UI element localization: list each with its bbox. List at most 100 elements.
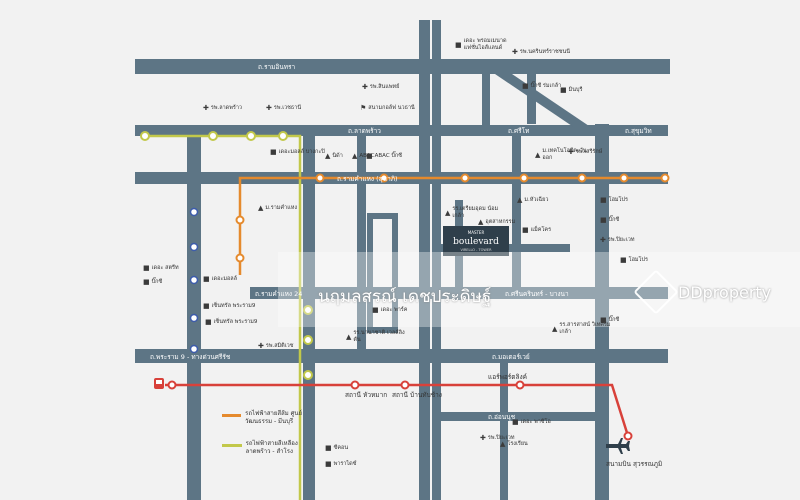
hospital-icon: ✚ [362, 83, 368, 91]
label-road-ram24: ถ.รามคำแหง 24 [255, 290, 302, 298]
road-inner-2 [512, 136, 521, 296]
road-diagonal-top [495, 74, 592, 128]
cart-icon: ■ [143, 264, 150, 272]
hospital-icon: ✚ [203, 104, 209, 112]
hospital-icon: ✚ [266, 104, 272, 112]
cart-icon: ■ [325, 444, 332, 452]
poi-marker: ■เดอะ พาซิโอ [512, 418, 551, 426]
poi-marker: ■โฮมโปร [600, 196, 628, 204]
station-hua-mak: สถานี หัวหมาก [345, 391, 387, 399]
cart-icon: ■ [143, 278, 150, 286]
label-road-on-nut: ถ.อ่อนนุช [488, 413, 516, 421]
poi-label: ม.รามคำแหง [265, 204, 298, 211]
poi-marker: ■แม็คโคร [522, 226, 551, 234]
school-icon: ▲ [517, 196, 523, 204]
flag-icon: ⚑ [360, 104, 367, 112]
poi-marker: ■เดอะ สตรีท [143, 264, 179, 272]
poi-marker: ▲ม.เทคโนโลยีตะวันออก [535, 148, 595, 161]
legend-yellow-text: รถไฟฟ้าสายสีเหลือง ลาดพร้าว - สำโรง [245, 440, 298, 455]
label-road-srinakarin: ถ.ศรีนครินทร์ - บางนา [505, 290, 569, 298]
cart-icon: ■ [600, 316, 607, 324]
poi-marker: ■เซ็นทรัล พระราม9 [205, 318, 257, 326]
cart-icon: ■ [270, 148, 277, 156]
legend-orange: รถไฟฟ้าสายสีส้ม ศูนย์วัฒนธรรม - มีนบุรี [222, 410, 312, 426]
poi-marker: ▲อุตสาหกรรม [478, 218, 515, 226]
poi-marker: ✚รพ.สมิติเวช [258, 342, 293, 350]
poi-marker: ■โฮมโปร [620, 256, 648, 264]
poi-marker: ■ABAC บิ๊กซี [366, 152, 402, 160]
road-south-inner [500, 363, 508, 500]
poi-marker: ■เดอะมอลล์ บางกะปิ [270, 148, 325, 156]
cart-icon: ■ [522, 82, 529, 90]
poi-marker: ▲ม.หัวเฉียว [517, 196, 548, 204]
road-ram-inthra [135, 59, 670, 74]
label-road-rama9-right: ถ.มอเตอร์เวย์ [492, 353, 530, 361]
road-pattanakarn [303, 136, 315, 500]
yellow-line [145, 134, 302, 500]
school-icon: ▲ [552, 324, 558, 333]
yellow-station [208, 131, 218, 141]
label-road-lad-phrao: ถ.ลาดพร้าว [348, 127, 381, 135]
poi-marker: ▲รร.สารสาสน์ วิเทศร่มเกล้า [552, 322, 612, 335]
poi-marker: ✚รพ.สินแพทย์ [362, 83, 399, 91]
poi-label: บิ๊กซี [151, 278, 163, 285]
yellow-station [303, 370, 313, 380]
red-stations [167, 380, 633, 441]
cart-icon: ■ [455, 40, 462, 49]
poi-marker: ■บิ๊กซี [600, 216, 619, 224]
yellow-station [246, 131, 256, 141]
hospital-icon: ✚ [600, 236, 606, 244]
label-airport-rail: แอร์พอร์ตลิงค์ [488, 373, 527, 381]
poi-label: รพ.ปิยะเวท [487, 434, 515, 441]
cart-icon: ■ [325, 460, 332, 468]
poi-label: รพ.สมิติเวช [265, 342, 294, 349]
poi-label: รร.เตรียมอุดม น้อมเกล้า [452, 206, 499, 219]
road-inner-1 [357, 136, 366, 361]
poi-marker: ⚑สนามกอล์ฟ นวธานี [360, 104, 415, 112]
yellow-station [303, 335, 313, 345]
school-icon: ▲ [535, 150, 541, 159]
watermark-band [278, 252, 800, 327]
poi-marker: ■พาราไดซ์ [325, 460, 356, 468]
hospital-icon: ✚ [258, 342, 264, 350]
yellow-station [303, 305, 313, 315]
roads-vertical [187, 20, 609, 500]
label-road-ramkhamhaeng: ถ.รามคำแหง (สุขาภิ) [337, 175, 398, 183]
poi-marker: ■บิ๊กซี [600, 316, 619, 324]
road-motorway-right [432, 20, 441, 500]
logo-name: boulevard [453, 237, 499, 247]
cart-icon: ■ [203, 302, 210, 310]
cart-icon: ■ [372, 306, 379, 314]
airplane-icon [606, 438, 630, 454]
poi-marker: ▲รร.เตรียมอุดม น้อมเกล้า [445, 206, 505, 219]
school-icon: ▲ [478, 218, 484, 226]
poi-marker: ■เดอะ พรอมเมนาด แฟชั่นไอส์แลนด์ [455, 38, 515, 51]
poi-marker: ■เซ็นทรัล พระราม9 [203, 302, 255, 310]
hospital-icon: ✚ [512, 48, 518, 56]
poi-marker: ✚รพ.ลาดพร้าว [203, 104, 242, 112]
yellow-line-swatch [222, 444, 242, 447]
poi-marker: ■มินบุรี [560, 86, 582, 94]
station-suvarnabhumi: สนามบิน สุวรรณภูมิ [606, 460, 662, 468]
cart-icon: ■ [600, 196, 607, 204]
poi-marker: ■เดอะมอลล์ [203, 275, 237, 283]
poi-label: เดอะ สตรีท [151, 264, 179, 271]
legend-orange-text: รถไฟฟ้าสายสีส้ม ศูนย์วัฒนธรรม - มีนบุรี [245, 410, 303, 425]
road-lad-phrao [135, 125, 668, 136]
school-icon: ▲ [325, 152, 331, 160]
watermark-brand-text: DDproperty [678, 282, 772, 302]
label-road-top: ถ.รามอินทรา [258, 63, 296, 71]
poi-label: พาราไดซ์ [333, 460, 357, 467]
poi-label: เดอะมอลล์ [211, 275, 238, 282]
poi-marker: ✚รพ.ปิยะเวท [600, 236, 634, 244]
poi-marker: ✚รพ.เวชธานี [266, 104, 301, 112]
poi-label: เดอะมอลล์ บางกะปิ [278, 148, 325, 155]
poi-marker: ■เดอะ พาร์ค [372, 306, 407, 314]
poi-label: มินบุรี [568, 86, 583, 93]
poi-marker: ▲รร.นานาชาติ เวลส์ลิงตัน [346, 330, 406, 343]
poi-label: โฮมโปร [608, 196, 628, 203]
poi-label: รพ.สินแพทย์ [369, 83, 400, 90]
school-icon: ▲ [352, 152, 358, 160]
